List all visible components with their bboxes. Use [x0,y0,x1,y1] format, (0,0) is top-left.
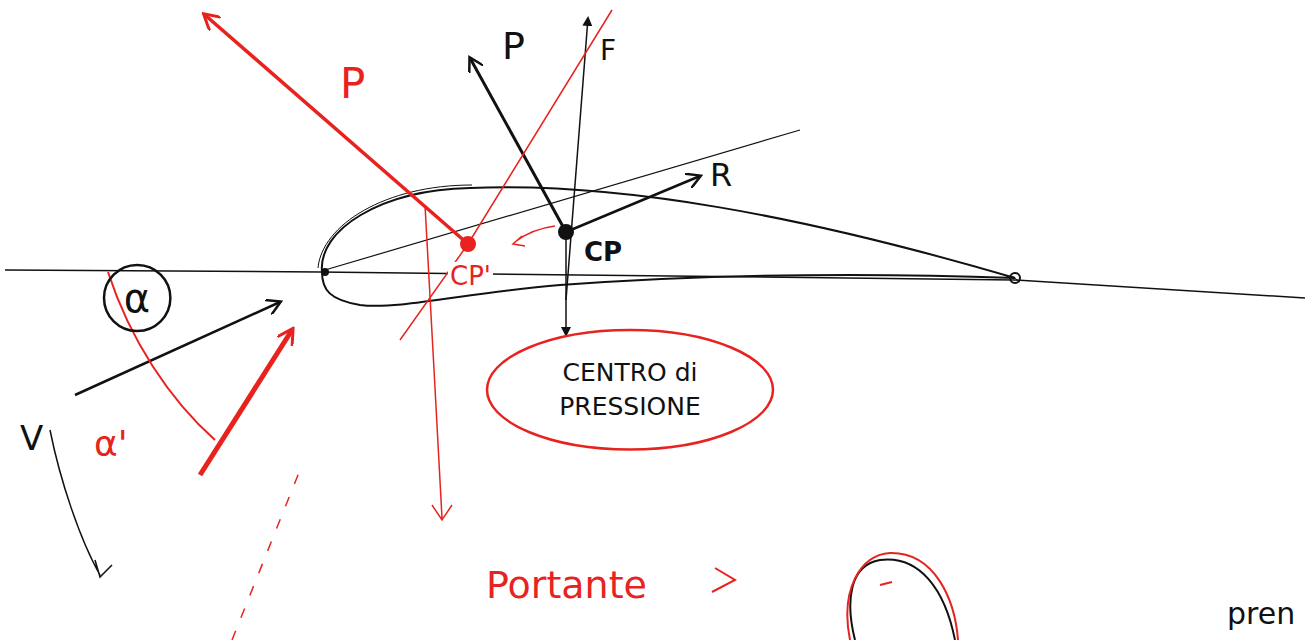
force-label: P [500,26,527,66]
point-label: CP [582,238,624,266]
velocity-label: V [18,420,45,456]
point-label: CP' [448,262,493,290]
force-label: R [708,158,734,192]
node-outline [485,328,775,452]
node-text: α [124,275,150,321]
note-label: Portante [484,565,649,605]
force-label: P [338,62,367,106]
angle-circle: α [102,263,172,333]
cut-text: pren [1225,598,1297,630]
force-label: F [598,36,618,66]
angle-label: α' [92,425,130,463]
node-text: CENTRO di PRESSIONE [525,356,735,424]
callout-loop: CENTRO di PRESSIONE [485,328,775,452]
